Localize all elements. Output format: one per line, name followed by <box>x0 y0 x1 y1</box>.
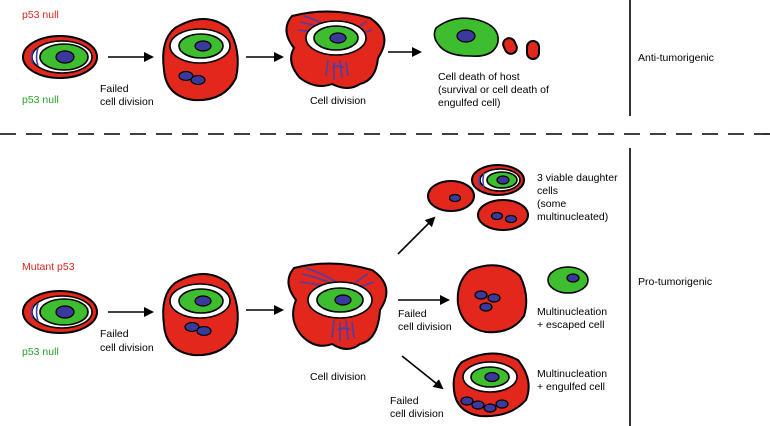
branch-a-daughter-cells <box>427 164 529 231</box>
branch-a-arrow <box>397 216 436 255</box>
bottom-step2: Cell division <box>310 371 366 383</box>
branch-c-line1: Multinucleation <box>537 368 607 380</box>
top-host-genotype-label: p53 null <box>22 9 59 21</box>
top-step1-line2: cell division <box>100 96 154 108</box>
branch-c-arrow-line1: Failed <box>390 395 419 407</box>
branch-a-line1: 3 viable daughter <box>537 172 618 184</box>
bottom-binucleate-host <box>162 273 239 357</box>
bottom-engulfed-genotype-label: p53 null <box>22 346 59 358</box>
branch-c-arrow-line2: cell division <box>390 408 444 420</box>
top-step1-line1: Failed <box>100 83 129 95</box>
top-cell-in-cell <box>22 35 98 79</box>
bottom-cell-in-cell <box>22 290 98 334</box>
top-step2: Cell division <box>310 95 366 107</box>
branch-a-line3: (some <box>537 198 566 210</box>
branch-a-line4: multinucleated) <box>537 211 608 223</box>
top-step3-line2: (survival or cell death of <box>438 84 549 96</box>
top-step3-line1: Cell death of host <box>438 71 520 83</box>
branch-c-multinucleate-host <box>452 352 530 418</box>
bottom-step1-line2: cell division <box>100 342 154 354</box>
branch-c-arrow <box>401 355 444 390</box>
top-escaped-cell <box>433 17 499 58</box>
bottom-dividing-host <box>287 262 388 350</box>
top-host-debris-1 <box>502 37 518 55</box>
branch-b-escaped-cell <box>547 266 589 294</box>
top-step3-line3: engulfed cell) <box>438 97 500 109</box>
bottom-outcome: Pro-tumorigenic <box>638 276 712 288</box>
branch-a-line2: cells <box>537 185 558 197</box>
top-binucleate-host <box>162 18 239 102</box>
top-host-debris-2 <box>526 40 540 60</box>
bottom-step1-line1: Failed <box>100 328 129 340</box>
branch-b-line1: Multinucleation <box>537 306 607 318</box>
branch-b-arrow-line2: cell division <box>398 321 452 333</box>
top-outcome: Anti-tumorigenic <box>638 52 714 64</box>
top-dividing-host <box>285 10 386 89</box>
branch-b-line2: + escaped cell <box>537 319 604 331</box>
branch-b-arrow-line1: Failed <box>398 308 427 320</box>
bottom-host-genotype-label: Mutant p53 <box>22 261 75 273</box>
top-engulfed-genotype-label: p53 null <box>22 94 59 106</box>
branch-b-multinucleate-host <box>456 264 528 334</box>
branch-c-line2: + engulfed cell <box>537 381 605 393</box>
